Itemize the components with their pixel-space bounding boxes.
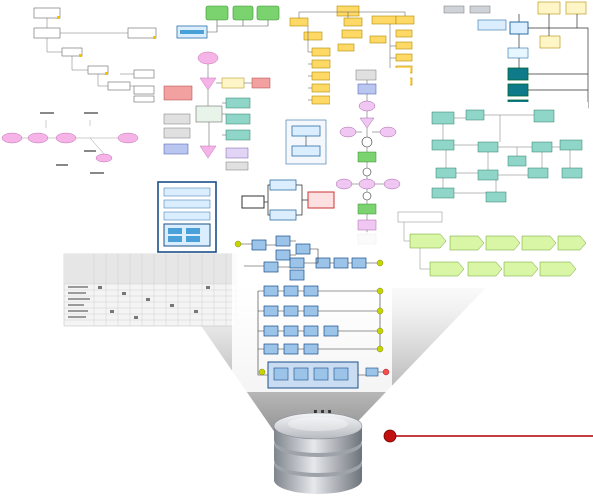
- thumb-matrix-table: [63, 253, 237, 327]
- thumb-top-right: [428, 1, 593, 114]
- thumb-state-diagram: [160, 48, 272, 174]
- thumb-red-blue-flow: [240, 178, 336, 226]
- thumb-pink-mindmap: [1, 112, 139, 174]
- thumb-teal-network: [428, 102, 588, 206]
- thumb-blue-pair: [285, 119, 327, 165]
- thumb-lime-chain: [390, 208, 590, 288]
- database-icon: [273, 412, 363, 494]
- thumb-flowchart-white: [28, 2, 158, 103]
- connector-dot: [383, 429, 397, 443]
- thumb-blue-panel: [157, 181, 217, 253]
- thumb-green-blue: [172, 2, 284, 44]
- more-ellipsis: ...: [312, 398, 334, 417]
- thumb-central-workflow: [232, 232, 392, 392]
